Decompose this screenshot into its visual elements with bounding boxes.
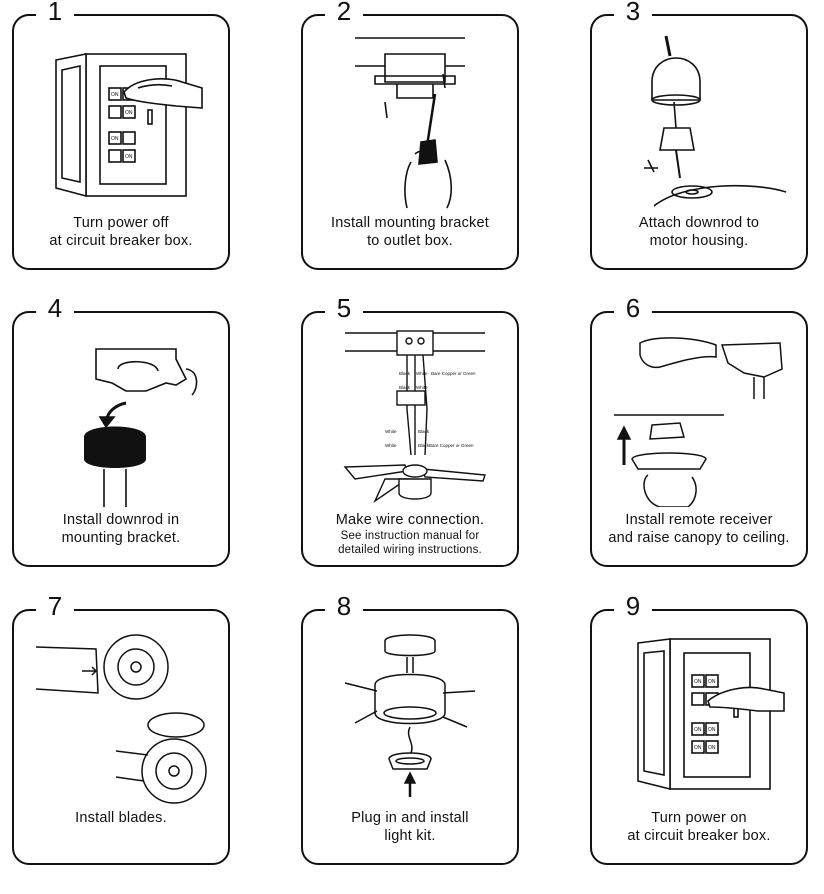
step-number: 3	[614, 0, 652, 26]
downrod-bracket-illustration	[84, 348, 198, 507]
breaker-label: ON	[111, 92, 119, 98]
step-caption: Install remote receiver and raise canopy…	[608, 512, 790, 546]
install-blades-illustration	[35, 634, 207, 804]
step-frame	[301, 14, 519, 270]
svg-text:ON: ON	[694, 679, 702, 685]
step-number: 8	[325, 591, 363, 621]
step-caption: Install blades.	[75, 810, 167, 826]
svg-text:ON: ON	[125, 110, 133, 116]
step-frame	[590, 311, 808, 567]
step-5: 5 Black White Bare Copper or Green Black…	[301, 293, 519, 567]
step-frame	[12, 14, 230, 270]
breaker-box-off-illustration: ON ON ON ON	[55, 53, 203, 198]
step-4: 4 Install downrod in mounting bracket.	[12, 293, 230, 567]
svg-text:White: White	[385, 429, 397, 434]
step-caption: Attach downrod to motor housing.	[638, 215, 760, 249]
svg-text:White: White	[385, 443, 397, 448]
step-caption: Make wire connection. See instruction ma…	[335, 512, 485, 556]
step-caption: Turn power on at circuit breaker box.	[627, 810, 771, 844]
step-frame	[590, 609, 808, 865]
step-7: 7 Install blades.	[12, 591, 230, 865]
step-frame	[12, 311, 230, 567]
svg-text:ON: ON	[708, 727, 716, 733]
step-number: 4	[36, 293, 74, 323]
svg-text:Bare Copper or Green: Bare Copper or Green	[429, 443, 474, 448]
step-caption: Plug in and install light kit.	[351, 810, 469, 844]
downrod-motor-housing-illustration	[644, 35, 787, 207]
light-kit-illustration	[344, 634, 476, 797]
step-number: 5	[325, 293, 363, 323]
step-caption: Turn power off at circuit breaker box.	[49, 215, 193, 249]
svg-text:Black: Black	[399, 385, 411, 390]
step-frame	[12, 609, 230, 865]
step-frame	[301, 311, 519, 567]
svg-text:ON: ON	[694, 745, 702, 751]
svg-text:Black: Black	[418, 429, 430, 434]
step-3: 3 Attach downrod to motor housing.	[590, 0, 808, 270]
svg-text:Black: Black	[418, 443, 430, 448]
step-number: 1	[36, 0, 74, 26]
remote-receiver-canopy-illustration	[614, 337, 783, 507]
step-frame	[301, 609, 519, 865]
svg-text:ON: ON	[694, 727, 702, 733]
step-caption: Install downrod in mounting bracket.	[61, 512, 181, 546]
svg-text:Bare Copper or Green: Bare Copper or Green	[431, 371, 476, 376]
step-2: 2 Install mounting bracket to outlet box…	[301, 0, 519, 270]
mounting-bracket-illustration	[355, 37, 465, 209]
svg-text:White: White	[416, 371, 428, 376]
step-number: 9	[614, 591, 652, 621]
svg-text:ON: ON	[708, 745, 716, 751]
step-number: 2	[325, 0, 363, 26]
svg-text:White: White	[416, 385, 428, 390]
svg-text:ON: ON	[111, 136, 119, 142]
step-9: 9 ON ON ON ON ON ON Turn power on at circui…	[590, 591, 808, 865]
step-8: 8 Plug in and install light kit.	[301, 591, 519, 865]
step-number: 6	[614, 293, 652, 323]
svg-text:ON: ON	[125, 154, 133, 160]
svg-text:ON: ON	[708, 679, 716, 685]
step-6: 6 Install remote receiver and raise cano…	[590, 293, 808, 567]
step-caption: Install mounting bracket to outlet box.	[331, 215, 489, 249]
step-1: 1 ON ON ON ON Turn power off at circuit br…	[12, 0, 230, 270]
breaker-box-on-illustration: ON ON ON ON ON ON	[637, 638, 785, 791]
step-number: 7	[36, 591, 74, 621]
step-frame	[590, 14, 808, 270]
svg-text:Black: Black	[399, 371, 411, 376]
